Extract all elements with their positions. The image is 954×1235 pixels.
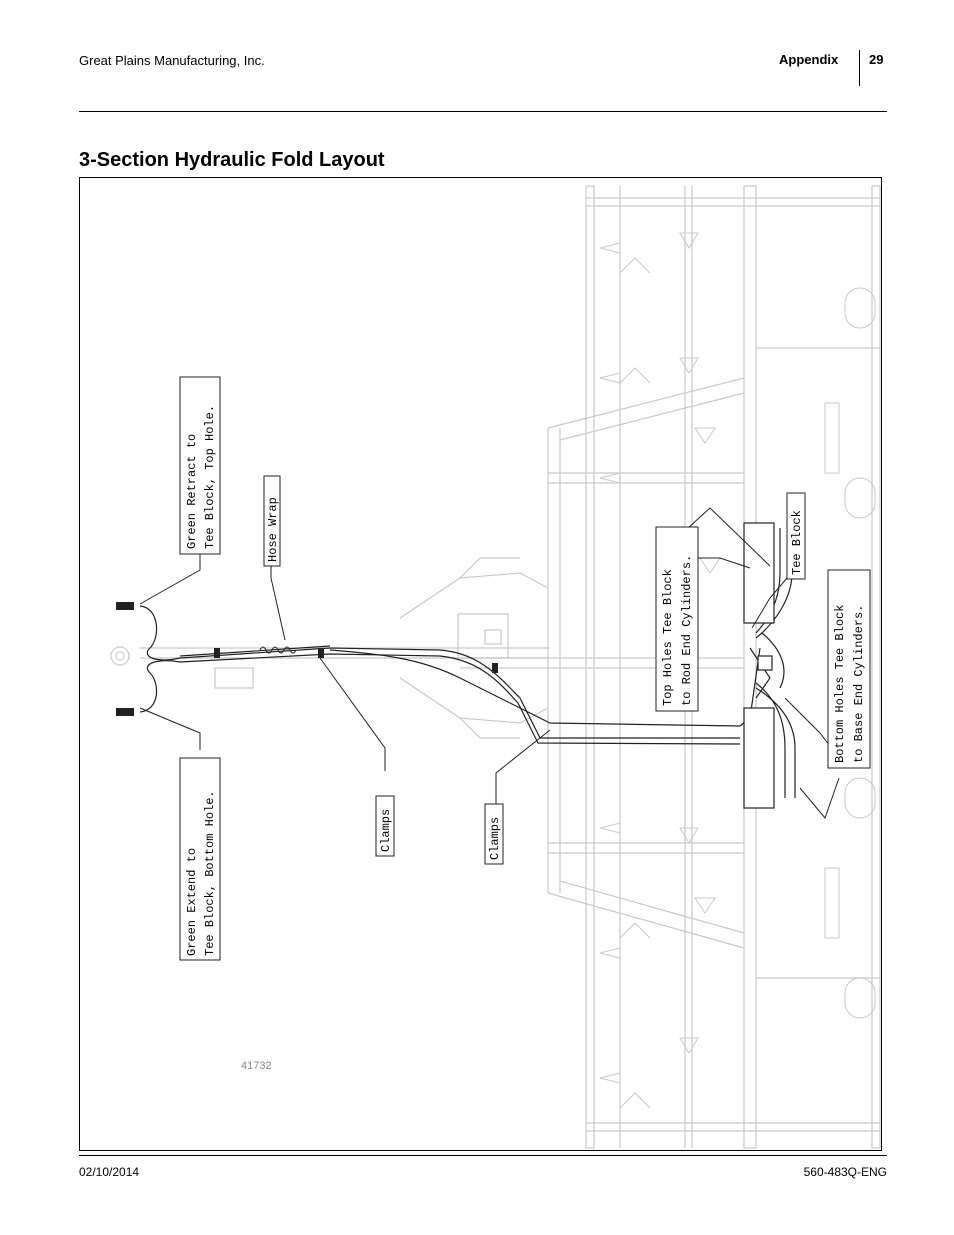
callout-green-extend-line2: Tee Block, Bottom Hole. bbox=[203, 790, 217, 956]
couplers bbox=[116, 602, 498, 716]
callouts: Green Retract to Tee Block, Top Hole. Ho… bbox=[179, 376, 871, 961]
callout-top-holes-line2: to Rod End Cylinders. bbox=[680, 555, 694, 706]
cylinders bbox=[743, 522, 775, 809]
callout-tee-block: Tee Block bbox=[790, 510, 804, 575]
callout-bottom-holes-line2: to Base End Cylinders. bbox=[852, 605, 866, 763]
page-number: 29 bbox=[869, 52, 884, 67]
callout-hose-wrap: Hose Wrap bbox=[266, 497, 280, 562]
leader-lines bbox=[139, 507, 840, 819]
header-section: Appendix bbox=[779, 52, 839, 67]
hose-wrap-coil bbox=[259, 646, 297, 654]
tee-block-body bbox=[757, 655, 773, 671]
callout-bottom-holes-line1: Bottom Holes Tee Block bbox=[833, 605, 847, 763]
callout-green-retract-line1: Green Retract to bbox=[185, 434, 199, 549]
base-cylinder bbox=[743, 707, 775, 809]
header-rule bbox=[79, 111, 887, 112]
callout-green-retract-line2: Tee Block, Top Hole. bbox=[203, 405, 217, 549]
callout-green-extend-line1: Green Extend to bbox=[185, 848, 199, 956]
header-divider bbox=[859, 50, 860, 86]
footer-doc-number: 560-483Q-ENG bbox=[803, 1165, 887, 1179]
rod-cylinder bbox=[743, 522, 775, 624]
hydraulic-fold-diagram: Green Retract to Tee Block, Top Hole. Ho… bbox=[79, 177, 882, 1151]
footer-date: 02/10/2014 bbox=[79, 1165, 140, 1179]
hose-runs bbox=[139, 528, 796, 798]
callout-top-holes-line1: Top Holes Tee Block bbox=[661, 569, 675, 706]
callout-clamps-right: Clamps bbox=[488, 817, 502, 860]
figure-id: 41732 bbox=[241, 1060, 272, 1072]
header-company: Great Plains Manufacturing, Inc. bbox=[79, 53, 265, 68]
page-title: 3-Section Hydraulic Fold Layout bbox=[79, 149, 385, 171]
footer-rule bbox=[79, 1155, 887, 1156]
callout-clamps-left: Clamps bbox=[379, 809, 393, 852]
diagram-drawing: Green Retract to Tee Block, Top Hole. Ho… bbox=[110, 185, 881, 1149]
